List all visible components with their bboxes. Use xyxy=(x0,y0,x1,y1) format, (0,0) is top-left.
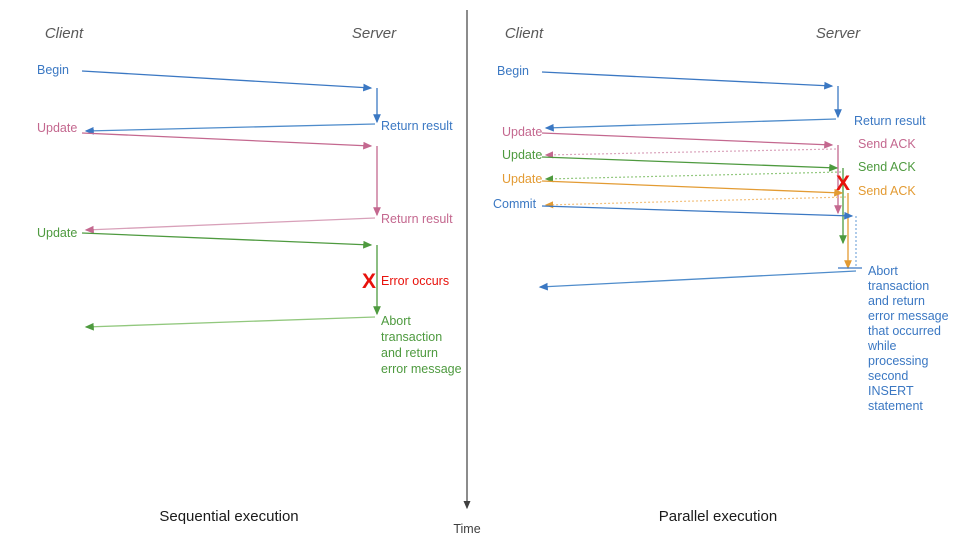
caption-sequential: Sequential execution xyxy=(159,508,298,525)
server-actor-label: Server xyxy=(352,25,397,42)
error-occurs-label: Error occurs xyxy=(381,274,449,288)
message-send-ack-2-label: Send ACK xyxy=(858,160,916,174)
message-update-1: Update xyxy=(37,121,373,150)
message-update-2: Update xyxy=(37,226,373,249)
message-return-result-2-label: Return result xyxy=(381,212,453,226)
abort-line: INSERT xyxy=(868,384,914,398)
panel-sequential: Client Server Begin Return result Update… xyxy=(37,25,462,525)
server-activation-blue-dotted xyxy=(838,216,862,269)
abort-line: transaction xyxy=(381,330,442,344)
message-return-result: Return result xyxy=(544,114,926,132)
message-update-2-label: Update xyxy=(37,226,77,240)
client-actor-label: Client xyxy=(45,25,84,42)
panel-parallel: Client Server Begin Return result Update… xyxy=(493,25,952,525)
message-begin: Begin xyxy=(497,64,834,90)
message-send-ack-2: Send ACK xyxy=(544,160,916,183)
message-abort: Abort transaction and return error messa… xyxy=(84,314,462,376)
message-return-result-label: Return result xyxy=(854,114,926,128)
message-return-result-1: Return result xyxy=(84,119,453,135)
abort-message-label: Abort transaction and return error messa… xyxy=(867,264,952,413)
message-update-1: Update xyxy=(502,125,834,149)
time-axis-label: Time xyxy=(453,522,480,536)
message-send-ack-3-label: Send ACK xyxy=(858,184,916,198)
message-send-ack-1: Send ACK xyxy=(544,137,916,159)
message-update-3: Update xyxy=(502,172,844,197)
message-update-2-label: Update xyxy=(502,148,542,162)
abort-message-label: Abort transaction and return error messa… xyxy=(381,314,462,376)
error-marker-group: X Error occurs xyxy=(362,270,449,293)
abort-line: Abort xyxy=(381,314,411,328)
abort-line: while xyxy=(867,339,897,353)
message-abort: Abort transaction and return error messa… xyxy=(538,264,952,413)
message-return-result-1-label: Return result xyxy=(381,119,453,133)
message-update-2: Update xyxy=(502,148,839,172)
server-actor-label: Server xyxy=(816,25,861,42)
message-send-ack-1-label: Send ACK xyxy=(858,137,916,151)
abort-line: that occurred xyxy=(868,324,941,338)
message-commit: Commit xyxy=(493,197,854,220)
error-x-icon: X xyxy=(362,270,376,293)
abort-line: error message xyxy=(868,309,949,323)
abort-line: and return xyxy=(381,346,438,360)
message-begin: Begin xyxy=(37,63,373,92)
message-update-1-label: Update xyxy=(502,125,542,139)
message-commit-label: Commit xyxy=(493,197,537,211)
message-return-result-2: Return result xyxy=(84,212,453,234)
abort-line: statement xyxy=(868,399,923,413)
message-send-ack-3: Send ACK xyxy=(544,184,916,209)
caption-parallel: Parallel execution xyxy=(659,508,777,525)
error-x-icon: X xyxy=(836,172,850,195)
abort-line: second xyxy=(868,369,908,383)
abort-line: transaction xyxy=(868,279,929,293)
time-axis: Time xyxy=(453,10,481,536)
message-begin-label: Begin xyxy=(37,63,69,77)
message-update-3-label: Update xyxy=(502,172,542,186)
abort-line: and return xyxy=(868,294,925,308)
client-actor-label: Client xyxy=(505,25,544,42)
error-marker-group: X xyxy=(836,172,850,195)
message-begin-label: Begin xyxy=(497,64,529,78)
message-update-1-label: Update xyxy=(37,121,77,135)
abort-line: Abort xyxy=(868,264,898,278)
abort-line: error message xyxy=(381,362,462,376)
abort-line: processing xyxy=(868,354,928,368)
